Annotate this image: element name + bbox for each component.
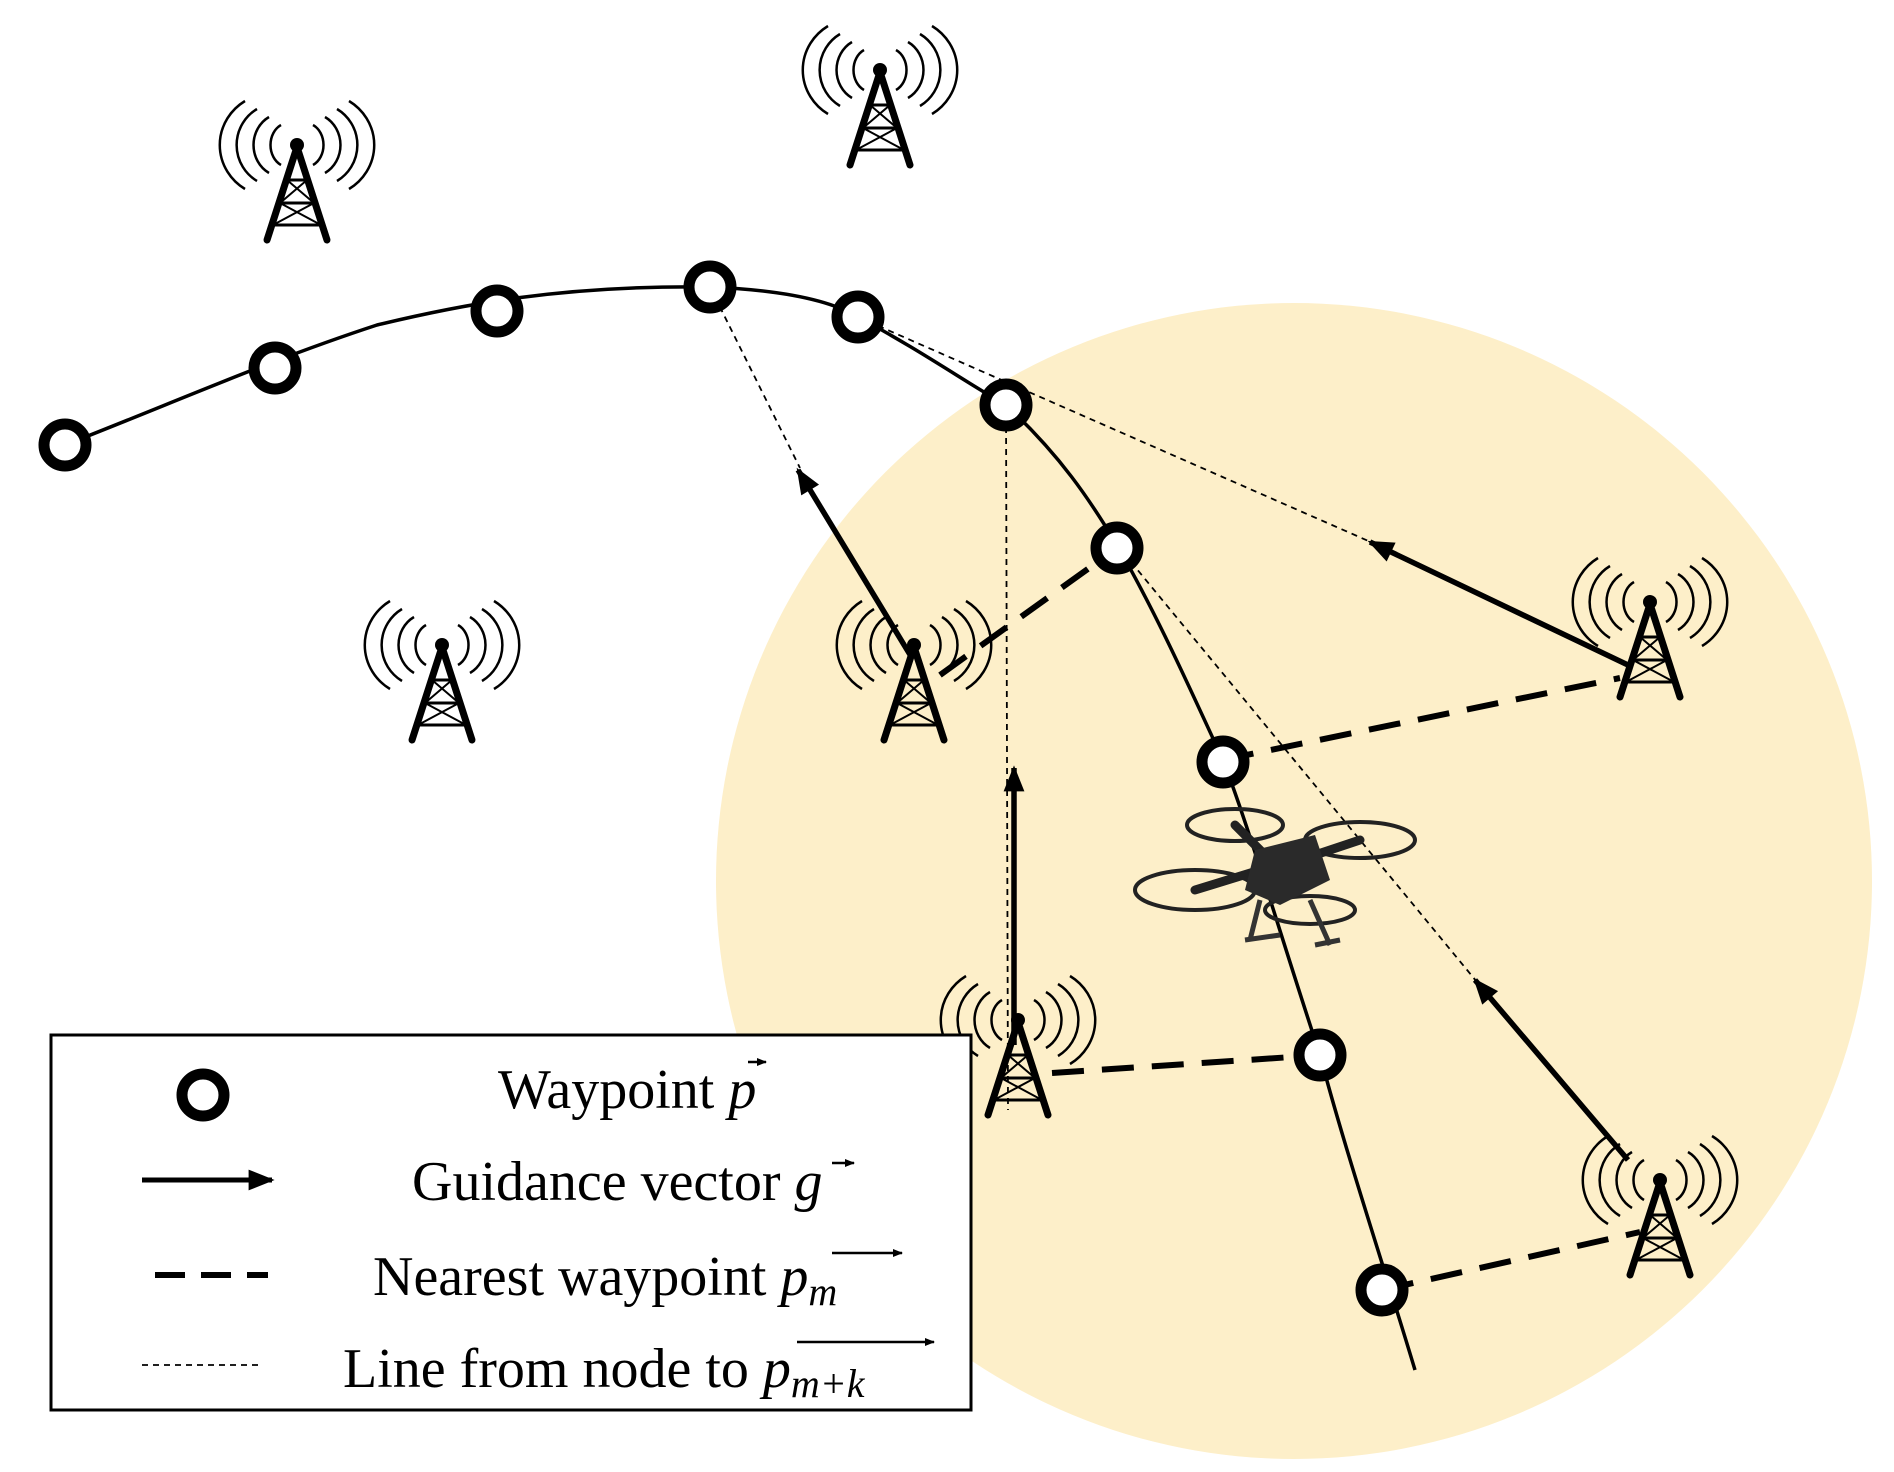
waypoint (1293, 1028, 1347, 1082)
waypoint (38, 418, 92, 472)
waypoint (1090, 521, 1144, 575)
waypoint (248, 341, 302, 395)
radio-tower-icon (365, 601, 519, 740)
guidance-vector (1367, 539, 1630, 668)
waypoints (38, 260, 1409, 1317)
legend-nearest-label: Nearest waypoint pm (373, 1246, 837, 1314)
waypoint (683, 260, 737, 314)
legend-waypoint-label: Waypoint p (498, 1059, 756, 1121)
legend: Waypoint p Guidance vector g Nearest way… (49, 1033, 973, 1412)
legend-waypoint-symbol (176, 1068, 230, 1122)
quadcopter-drone-icon (1133, 807, 1417, 948)
nearest-line (1381, 1229, 1641, 1293)
legend-guidance-label: Guidance vector g (412, 1151, 822, 1213)
guidance-vector (795, 467, 915, 660)
waypoint (1355, 1263, 1409, 1317)
nearest-line (1221, 675, 1621, 763)
nearest-lines (938, 545, 1641, 1293)
nearest-line (938, 545, 1119, 678)
waypoint (831, 290, 885, 344)
nearest-line (1051, 1052, 1323, 1076)
lookahead-lines (709, 286, 1478, 1111)
legend-line-label: Line from node to pm+k (343, 1338, 866, 1406)
lookahead-line (857, 316, 1374, 544)
guidance-vector (1472, 978, 1631, 1162)
waypoint (979, 378, 1033, 432)
lookahead-line (1005, 404, 1009, 1111)
guidance-vectors (795, 467, 1631, 1162)
lookahead-line (709, 286, 801, 469)
waypoint (470, 284, 524, 338)
waypoint (1196, 735, 1250, 789)
radio-tower-icon (220, 101, 374, 240)
radio-tower-icon (803, 26, 957, 165)
